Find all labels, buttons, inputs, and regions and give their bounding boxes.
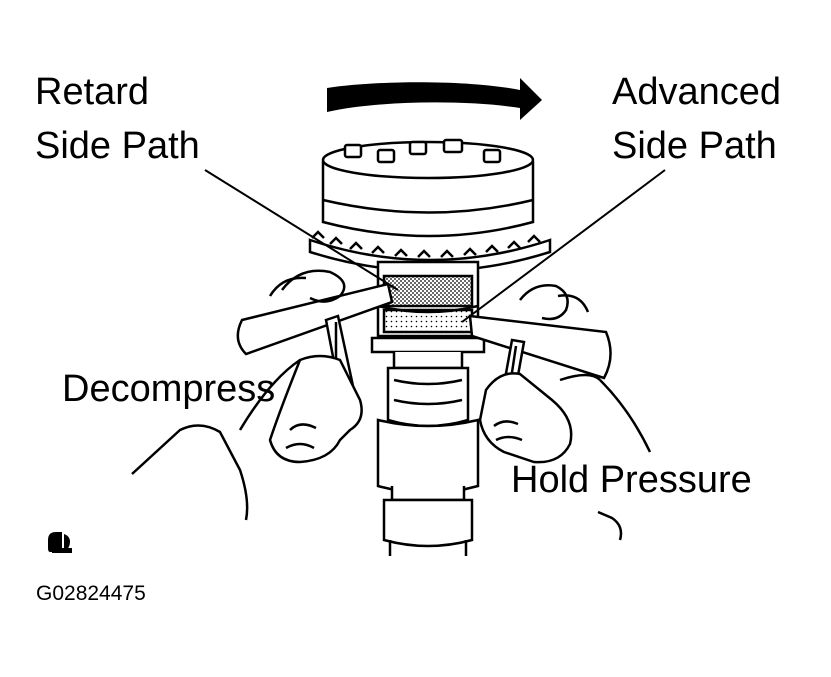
- retard-side-path-label-line1: Retard: [35, 71, 150, 113]
- figure-code-label: G02824475: [36, 582, 146, 605]
- camshaft-journal: [376, 260, 480, 338]
- retard-side-path-label-line2: Side Path: [35, 125, 200, 167]
- sprocket-gear: [308, 230, 552, 273]
- rotation-arrow-icon: [327, 78, 542, 120]
- hold-pressure-label: Hold Pressure: [511, 459, 752, 501]
- left-hand: [131, 354, 363, 521]
- camshaft-body: [376, 352, 480, 556]
- decompress-label: Decompress: [62, 368, 276, 410]
- right-hand: [478, 372, 652, 541]
- leader-lines: [204, 169, 666, 323]
- corner-mark-icon: [48, 532, 72, 553]
- advanced-side-path-label-line1: Advanced: [612, 71, 782, 113]
- journal-flange: [370, 336, 486, 354]
- advanced-side-path-label-line2: Side Path: [612, 125, 777, 167]
- actuator-housing: [321, 138, 535, 238]
